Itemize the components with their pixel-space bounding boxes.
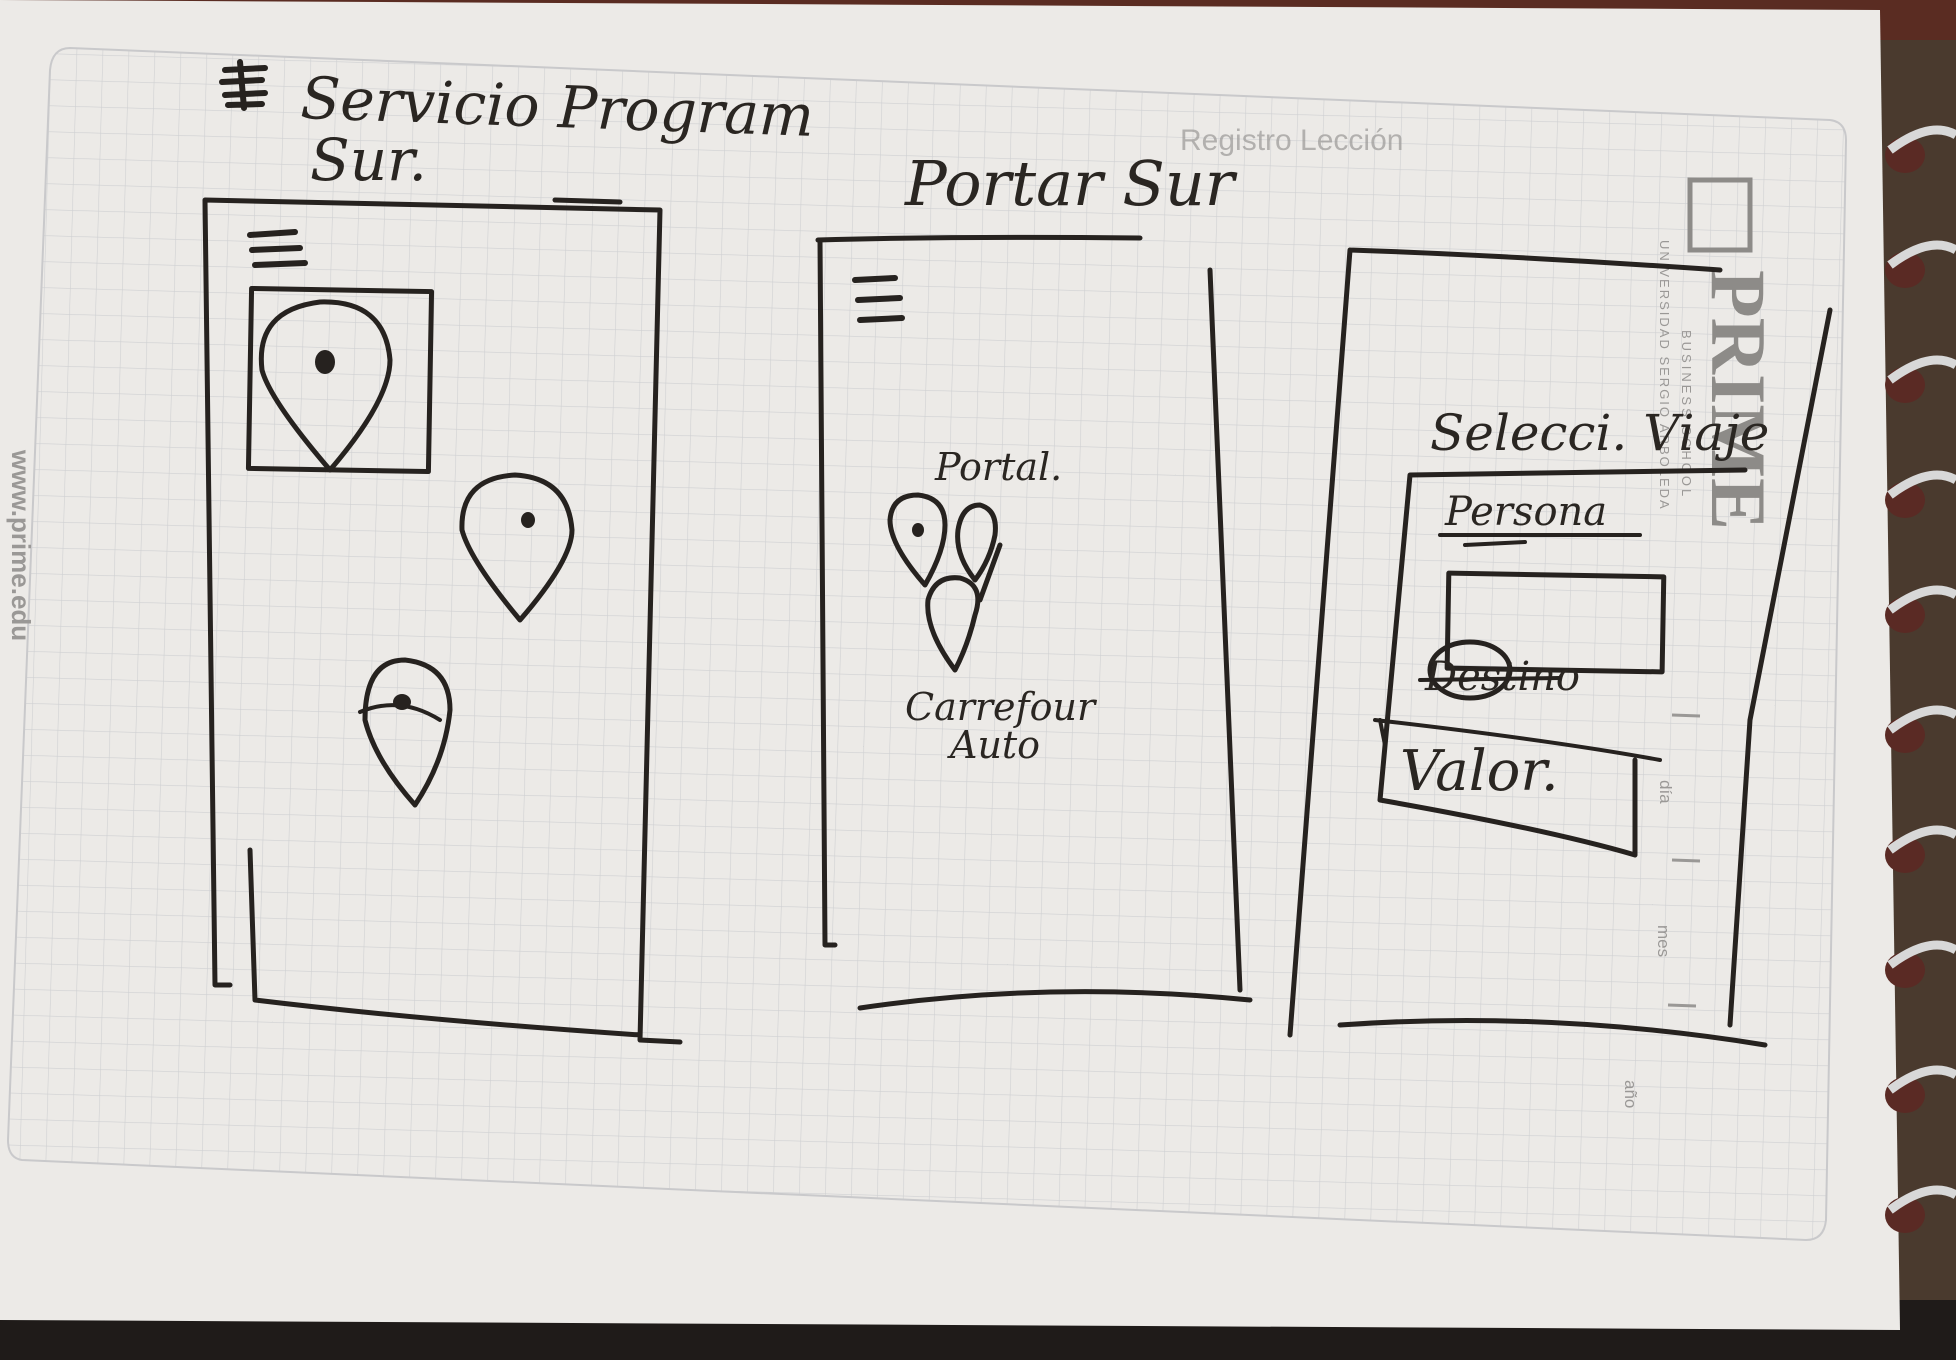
field-persona: Persona xyxy=(1444,489,1607,535)
brand-sub2: UNIVERSIDAD SERGIO ARBOLEDA xyxy=(1657,240,1672,511)
scratch-out xyxy=(1418,676,1562,682)
strikethrough-circle xyxy=(1427,639,1513,701)
map-pin-icon xyxy=(258,299,393,473)
spiral-ring xyxy=(1885,355,1956,403)
form-heading: Selecci. Viaje xyxy=(1430,404,1769,462)
phone-frame xyxy=(202,197,683,1045)
label-auto: Auto xyxy=(947,723,1040,767)
map-pin-icon xyxy=(955,502,1003,603)
grid-area xyxy=(6,46,1848,1242)
map-pin-icon xyxy=(459,472,575,623)
selected-pin-box xyxy=(245,285,435,475)
map-pin-icon xyxy=(925,575,981,673)
date-day-label: día xyxy=(1656,780,1675,804)
label-carrefour: Carrefour xyxy=(905,685,1098,729)
date-month-label: mes xyxy=(1654,925,1673,957)
date-dash xyxy=(1667,713,1701,1008)
sketch-2-title: Portar Sur xyxy=(904,147,1238,220)
spiral-ring xyxy=(1885,705,1956,753)
date-year-label: año xyxy=(1621,1080,1640,1108)
shield-icon xyxy=(1687,177,1753,253)
spiral-ring xyxy=(1885,470,1956,518)
label-portal: Portal. xyxy=(934,445,1062,489)
field-destino-group: Destino xyxy=(1418,639,1580,701)
spiral-ring xyxy=(1885,825,1956,873)
sketch-3-trip-form: Selecci. Viaje Persona Destino Valor. xyxy=(1287,247,1833,1048)
map-pin-icon xyxy=(887,492,948,588)
date-fields: día mes año xyxy=(1621,713,1701,1108)
divider-line xyxy=(1373,718,1662,762)
spiral-ring xyxy=(1885,585,1956,633)
sketch-1-title-line2: Sur. xyxy=(310,126,427,194)
sketch-2-location-screen: Portar Sur Portal. Carrefour Auto xyxy=(815,147,1253,1011)
brand-name: PRIME xyxy=(1695,270,1782,530)
spiral-ring xyxy=(1885,940,1956,988)
hamburger-menu-icon xyxy=(247,229,308,268)
form-card xyxy=(1377,467,1748,858)
sketch-1-map-screen: Servicio Program Sur. xyxy=(202,59,815,1045)
prime-logo: PRIME BUSINESS SCHOOL UNIVERSIDAD SERGIO… xyxy=(1657,177,1782,530)
spiral-binding xyxy=(1885,125,1956,1233)
spiral-ring xyxy=(1885,1185,1956,1233)
map-pin-icon xyxy=(358,657,453,808)
scribble-icon xyxy=(219,59,268,111)
hamburger-menu-icon xyxy=(852,275,905,323)
faint-header: Registro Lección xyxy=(1180,124,1403,157)
spiral-ring xyxy=(1885,1065,1956,1113)
website-text: www.prime.edu xyxy=(6,449,36,641)
underline xyxy=(1438,533,1642,547)
phone-frame xyxy=(815,234,1253,1011)
brand-sub1: BUSINESS SCHOOL xyxy=(1679,330,1694,499)
spiral-ring xyxy=(1885,240,1956,288)
field-valor: Valor. xyxy=(1400,739,1559,804)
spiral-ring xyxy=(1885,125,1956,173)
phone-frame xyxy=(1287,247,1833,1048)
input-box xyxy=(1444,570,1667,675)
